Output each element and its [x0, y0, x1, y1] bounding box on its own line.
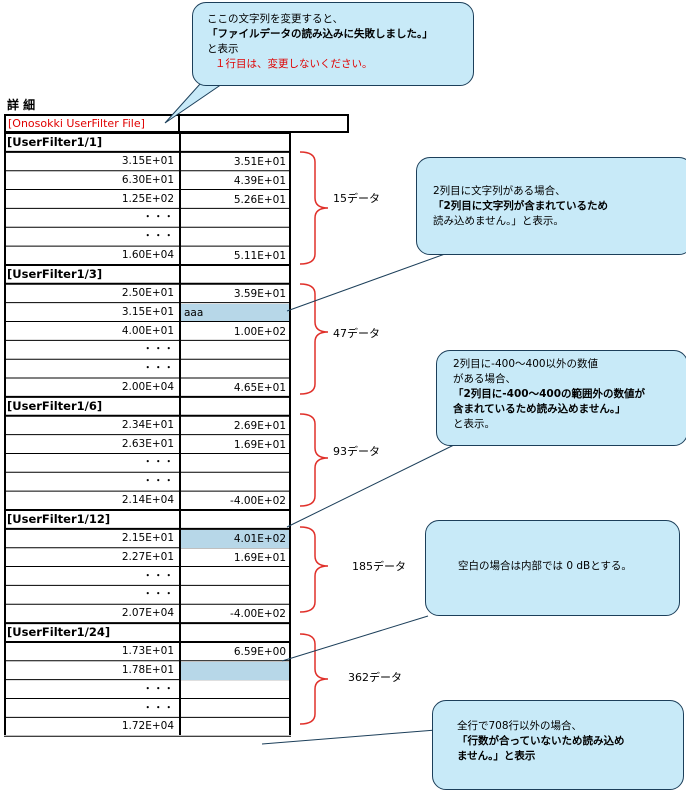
table-cell-col1: 1.60E+04 [121, 249, 174, 262]
section-2-count: 47データ [333, 327, 380, 340]
callout-5-line-3: ません。」と表示 [457, 749, 683, 764]
table-cell-col2 [181, 661, 289, 680]
table-cell-col2: 2.69E+01 [233, 419, 286, 432]
callout-5-line-2: 「行数が合っていないため読み込め [457, 735, 625, 747]
table-cell-col1: 1.78E+01 [121, 663, 174, 676]
table-cell-col1: ・・・ [142, 701, 175, 714]
section-header: [UserFilter1/3] [7, 266, 103, 281]
table-cell-col1: ・・・ [142, 343, 175, 356]
callout-3-line-1: 2列目に-400～400以外の数値 [453, 358, 599, 370]
table-cell-col2: -4.00E+02 [230, 608, 286, 621]
section-4-count: 185データ [352, 560, 406, 573]
table-cell-col1: 2.27E+01 [121, 550, 174, 563]
callout-5-leader [261, 729, 437, 745]
table-cell-col1: ・・・ [142, 456, 175, 469]
callout-row-count: 全行で708行以外の場合、 「行数が合っていないため読み込め ません。」と表示 [432, 700, 684, 790]
table-cell-col1: 2.07E+04 [121, 607, 174, 620]
table-cell-col1: 1.72E+04 [121, 720, 174, 733]
callout-3-line-2: がある場合、 [453, 373, 516, 385]
section-header: [UserFilter1/1] [7, 135, 103, 149]
section-header: [UserFilter1/24] [7, 625, 111, 640]
callout-2-line-1: 2列目に文字列がある場合、 [433, 185, 566, 197]
callout-1-pointer [164, 83, 224, 124]
section-header: [UserFilter1/6] [7, 398, 103, 413]
table-cell-col2: 5.26E+01 [233, 193, 286, 206]
callout-first-line: ここの文字列を変更すると、 「ファイルデータの読み込みに失敗しました。」 と表示… [192, 2, 474, 86]
table-cell-col2: 4.39E+01 [233, 174, 286, 187]
table-cell-col1: ・・・ [142, 362, 175, 375]
table-cell-col1: 2.63E+01 [121, 437, 174, 450]
callout-2-leader [286, 249, 457, 312]
section-header: [UserFilter1/12] [7, 512, 111, 526]
callout-4-line-1: 空白の場合は内部では 0 dBとする。 [458, 560, 632, 572]
table-cell-col1: 2.14E+04 [121, 494, 174, 507]
table-cell-col1: 2.00E+04 [121, 381, 174, 394]
file-header-divider [178, 114, 180, 133]
callout-string-in-column: 2列目に文字列がある場合、 「2列目に文字列が含まれているため 読み込めません。… [416, 157, 686, 255]
table-cell-col2: aaa [181, 303, 289, 322]
page-title: 詳 細 [7, 98, 36, 112]
table-cell-col1: 1.25E+02 [121, 192, 174, 205]
table-cell-col1: 3.15E+01 [121, 154, 174, 167]
callout-2-line-3-text: 読み込めません。」と表示。 [433, 215, 564, 227]
table-cell-col1: 4.00E+01 [121, 324, 174, 337]
callout-3-leader [286, 441, 461, 528]
section-1-count: 15データ [333, 192, 380, 205]
table-cell-col2: 5.11E+01 [233, 250, 286, 263]
file-header-label: [Onosokki UserFilter File] [8, 117, 145, 130]
callout-3-line-5: と表示。 [453, 418, 495, 430]
table-cell-col1: 3.15E+01 [121, 305, 174, 318]
table-cell-col2: 1.00E+02 [233, 325, 286, 338]
table-cell-col2: 4.65E+01 [233, 382, 286, 395]
table-cell-col1: ・・・ [142, 230, 175, 243]
table-cell-col2: -4.00E+02 [230, 495, 286, 508]
brace-section-5 [299, 633, 329, 725]
callout-1-line-4: １行目は、変更しないください。 [215, 58, 373, 70]
callout-3-line-4: 含まれているため読み込めません。」 [453, 403, 626, 415]
section-3-count: 93データ [333, 445, 380, 458]
table-cell-col1: ・・・ [142, 588, 175, 601]
table-cell-col1: 1.73E+01 [121, 644, 174, 657]
section-5-count: 362データ [348, 671, 402, 684]
callout-5-line-1: 全行で708行以外の場合、 [457, 720, 583, 732]
table-cell-col2: 3.51E+01 [233, 155, 286, 168]
callout-4-leader [281, 615, 429, 662]
table-cell-col1: ・・・ [142, 211, 175, 224]
callout-5-line-3-text: ません。」と表示 [457, 750, 536, 762]
callout-2-line-3: 読み込めません。」と表示。 [433, 214, 686, 229]
brace-section-3 [299, 413, 329, 507]
table-cell-col2: 4.01E+02 [181, 529, 289, 548]
callout-blank-value: 空白の場合は内部では 0 dBとする。 [425, 520, 680, 616]
table-cell-col2: 1.69E+01 [233, 438, 286, 451]
table-cell-col2: 3.59E+01 [233, 287, 286, 300]
table-cell-col1: ・・・ [142, 682, 175, 695]
table-cell-col1: 6.30E+01 [121, 173, 174, 186]
table-cell-col2: 6.59E+00 [233, 645, 286, 658]
table-cell-col2: 1.69E+01 [233, 551, 286, 564]
callout-3-line-3: 「2列目に-400～400の範囲外の数値が [453, 388, 645, 400]
brace-section-1 [299, 151, 329, 265]
callout-1-line-1: ここの文字列を変更すると、 [207, 13, 344, 25]
brace-section-4 [299, 526, 329, 613]
callout-1-line-3: と表示 [207, 43, 239, 55]
table-cell-col1: 2.34E+01 [121, 418, 174, 431]
callout-2-line-2: 「2列目に文字列が含まれているため [433, 200, 608, 212]
table-cell-col1: 2.15E+01 [121, 531, 174, 544]
table-cell-col1: ・・・ [142, 475, 175, 488]
callout-out-of-range: 2列目に-400～400以外の数値 がある場合、 「2列目に-400～400の範… [436, 350, 686, 446]
brace-section-2 [299, 283, 329, 395]
table-cell-col1: 2.50E+01 [121, 286, 174, 299]
table-cell-col1: ・・・ [142, 569, 175, 582]
callout-1-line-2: 「ファイルデータの読み込みに失敗しました。」 [207, 28, 433, 40]
